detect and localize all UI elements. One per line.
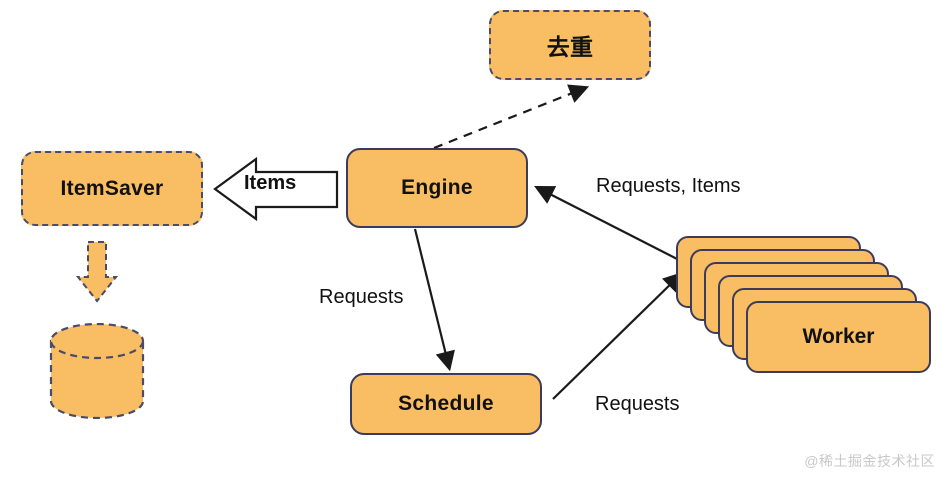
edge-label-items: Items <box>244 172 297 194</box>
node-itemsaver[interactable]: ItemSaver <box>21 151 203 226</box>
node-itemsaver-label: ItemSaver <box>60 176 164 200</box>
worker-card-front[interactable]: Worker <box>746 301 931 373</box>
node-dedup-label: 去重 <box>546 34 594 60</box>
node-schedule[interactable]: Schedule <box>350 373 542 435</box>
node-engine-label: Engine <box>401 176 473 199</box>
watermark: @稀土掘金技术社区 <box>804 453 935 469</box>
cylinder-shape <box>49 322 145 420</box>
edge-schedule-to-worker <box>552 271 684 400</box>
edge-label-requests-engine-schedule: Requests <box>319 286 404 308</box>
edge-engine-to-dedup <box>433 84 590 150</box>
node-schedule-label: Schedule <box>398 392 494 415</box>
edge-label-requests-schedule-worker: Requests <box>595 393 680 415</box>
edge-engine-to-itemsaver <box>213 156 339 222</box>
edge-engine-to-schedule <box>413 228 455 372</box>
node-worker-stack[interactable]: Worker <box>676 236 931 373</box>
node-storage-cylinder[interactable] <box>48 322 146 420</box>
edge-worker-to-engine <box>534 185 684 263</box>
edge-label-requests-items: Requests, Items <box>596 175 741 197</box>
node-worker-label: Worker <box>802 325 875 348</box>
node-engine[interactable]: Engine <box>346 148 528 228</box>
node-dedup[interactable]: 去重 <box>489 10 651 80</box>
edge-itemsaver-to-storage <box>75 241 119 303</box>
